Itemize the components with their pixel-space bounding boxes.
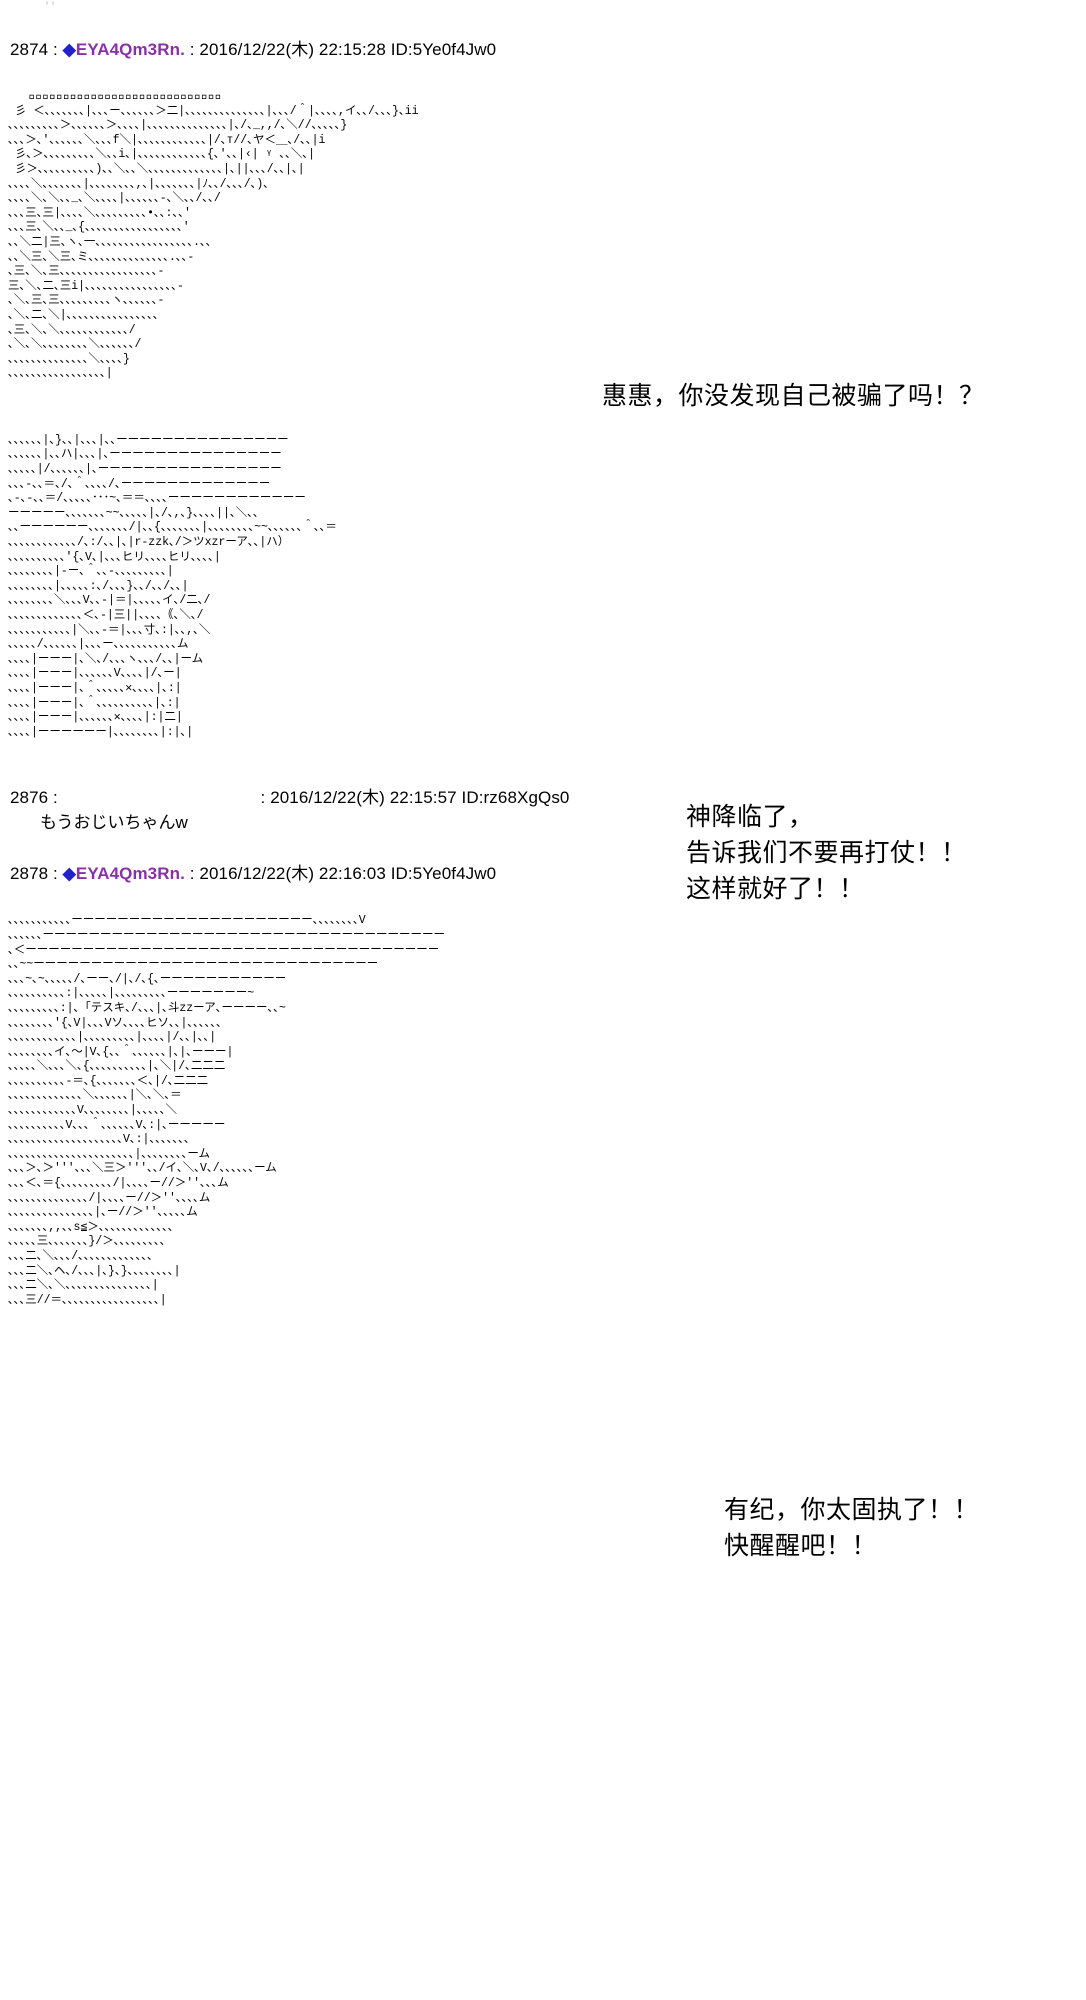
translation-text: 有纪，你太固执了！！ 快醒醒吧！！ (724, 1495, 980, 1560)
ascii-art-block-1: ﾟ､ﾟ､､､､､､､､､､､､､､､､､､､､､､､､､ 彡 ＜､､､､､､､|… (8, 90, 419, 381)
post-2878: 2878 : ◆EYA4Qm3Rn. : 2016/12/22(木) 22:16… (0, 834, 1086, 1308)
ascii-art-block-2: ､､､､､､|､}､､|､､､|､､ーーーーーーーーーーーーーーー ､､､､､､… (8, 433, 337, 739)
trip-diamond-icon: ◆ (62, 40, 76, 59)
top-decoration-mark: '' (44, 2, 57, 13)
translation-text: 惠惠，你没发现自己被骗了吗！？ (602, 381, 985, 410)
post-2876: 2876 : : 2016/12/22(木) 22:15:57 ID:rz68X… (0, 740, 1086, 834)
post-datetime-id: 2016/12/22(木) 22:15:57 ID:rz68XgQs0 (270, 788, 570, 808)
post-tripcode[interactable]: EYA4Qm3Rn. (75, 864, 185, 884)
post-number[interactable]: 2874 (10, 40, 49, 59)
post-sep-1: : (48, 864, 63, 884)
post-body-2876: もうおじいちゃんw (40, 813, 188, 833)
post-tripcode[interactable]: EYA4Qm3Rn. (75, 40, 185, 59)
post-header-2874: 2874 : ◆EYA4Qm3Rn. : 2016/12/22(木) 22:15… (0, 40, 1086, 60)
post-2874: 2874 : ◆EYA4Qm3Rn. : 2016/12/22(木) 22:15… (0, 0, 1086, 740)
post-number[interactable]: 2878 (10, 864, 49, 884)
post-sep-1: : (48, 788, 63, 808)
trip-diamond-icon: ◆ (62, 864, 76, 884)
post-header-2876: 2876 : : 2016/12/22(木) 22:15:57 ID:rz68X… (0, 788, 1086, 808)
post-sep-1: : (48, 40, 63, 59)
post-sep-2: : (184, 864, 200, 884)
translation-text: 神降临了， 告诉我们不要再打仗！！ 这样就好了！！ (686, 802, 967, 903)
thread-container: 2874 : ◆EYA4Qm3Rn. : 2016/12/22(木) 22:15… (0, 0, 1086, 1308)
post-sep-2: : (184, 40, 200, 59)
post-header-2878: 2878 : ◆EYA4Qm3Rn. : 2016/12/22(木) 22:16… (0, 864, 1086, 884)
ascii-art-block-3: ､､､､､､､､､､､ーーーーーーーーーーーーーーーーーーーーー､､､､､､､､… (8, 914, 445, 1307)
post-number[interactable]: 2876 (10, 788, 49, 808)
post-sep-2: : (255, 788, 271, 808)
post-datetime-id: 2016/12/22(木) 22:15:28 ID:5Ye0f4Jw0 (199, 40, 497, 59)
post-datetime-id: 2016/12/22(木) 22:16:03 ID:5Ye0f4Jw0 (199, 864, 497, 884)
